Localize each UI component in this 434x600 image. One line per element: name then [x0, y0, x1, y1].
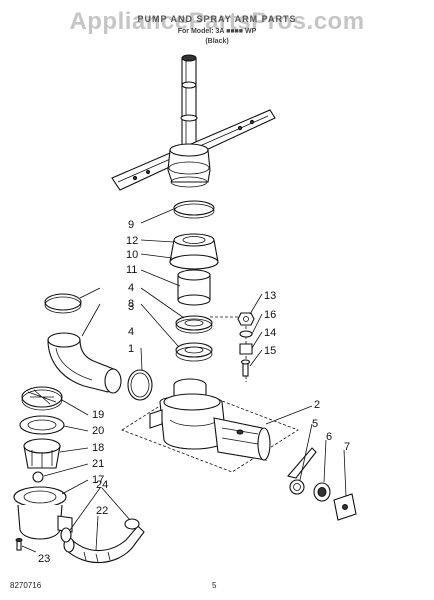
spray-arm-assembly [111, 54, 276, 191]
callout-6: 6 [326, 431, 332, 443]
model-line: For Model: 3A ■■■■ WP [177, 28, 257, 35]
callout-9: 9 [128, 219, 134, 231]
callout-21: 21 [92, 458, 104, 470]
callout-16: 16 [264, 309, 276, 321]
washer-16 [239, 330, 253, 338]
pump-motor-assembly [149, 378, 271, 461]
clamp-24-left [60, 527, 72, 543]
nut-13 [237, 312, 255, 326]
callout-22: 22 [96, 505, 108, 517]
seal-1 [175, 342, 213, 362]
callout-1: 1 [128, 343, 134, 355]
callout-24: 24 [96, 479, 108, 491]
callout-13: 13 [264, 290, 276, 302]
callout-5: 5 [312, 418, 318, 430]
cover-19 [21, 386, 63, 411]
callout-15: 15 [264, 345, 276, 357]
color-line: (Black) [205, 38, 229, 45]
ball-21 [32, 471, 44, 483]
document-code: 8270716 [10, 581, 42, 590]
seal-8 [175, 315, 213, 334]
leader-lines [21, 207, 347, 553]
page-number: 5 [212, 581, 217, 590]
callout-12: 12 [126, 235, 138, 247]
callout-11: 11 [126, 264, 137, 276]
grommet-6 [313, 482, 331, 502]
callout-17: 17 [92, 474, 104, 486]
diagram-title: PUMP AND SPRAY ARM PARTS [137, 14, 297, 24]
callout-19: 19 [92, 409, 104, 421]
plate-7 [333, 493, 357, 521]
callout-18: 18 [92, 442, 104, 454]
callout-7: 7 [344, 441, 350, 453]
callout-labels: 9 12 10 11 4 8 3 1 4 13 16 14 15 2 5 6 7… [38, 219, 350, 565]
callout-4-upper: 4 [128, 282, 134, 294]
callout-2: 2 [314, 399, 320, 411]
ring-9 [173, 200, 215, 219]
callout-8: 8 [128, 298, 134, 310]
sump-17 [13, 486, 73, 540]
clamp-4-lower [127, 369, 153, 401]
callout-4-lower: 4 [128, 326, 134, 338]
housing-10 [169, 233, 219, 270]
callout-23: 23 [38, 553, 50, 565]
drain-hose-22 [63, 525, 145, 564]
clamp-24-right [124, 518, 140, 530]
elbow-hose-3 [47, 332, 122, 394]
clip-14 [239, 343, 253, 355]
clamp-4-upper [44, 293, 82, 314]
callout-3: 3 [128, 301, 134, 313]
callout-10: 10 [126, 249, 138, 261]
watermark: AppliancePartsPros.com [69, 8, 365, 35]
spray-tube [181, 57, 197, 149]
screw-23 [15, 538, 23, 551]
bracket-5 [287, 447, 317, 495]
ring-20 [19, 415, 65, 435]
filter-18 [23, 438, 61, 469]
screw-15 [240, 359, 251, 377]
callout-20: 20 [92, 425, 104, 437]
sleeve-11 [177, 269, 211, 306]
callout-14: 14 [264, 327, 276, 339]
